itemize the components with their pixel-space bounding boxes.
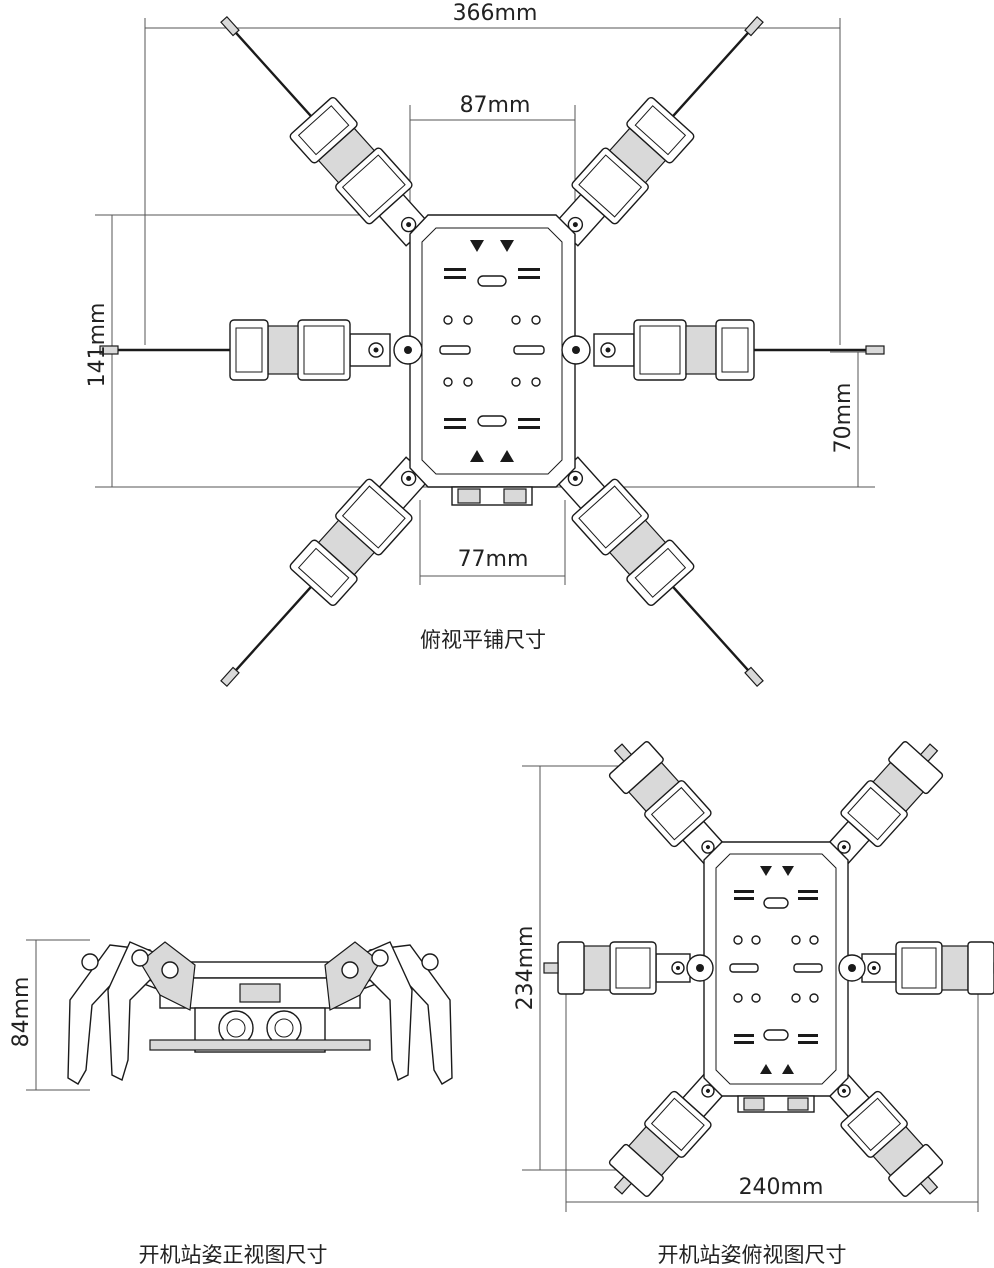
- top-view-side-label: 70mm: [831, 383, 856, 454]
- top-view-length-label: 141mm: [85, 303, 110, 388]
- front-view-caption: 开机站姿正视图尺寸: [139, 1243, 328, 1267]
- top-view-front-width-label: 87mm: [460, 93, 531, 118]
- top-view-caption: 俯视平铺尺寸: [420, 628, 546, 652]
- front-view-figure: [26, 939, 453, 1091]
- top-view-width-label: 366mm: [453, 1, 538, 26]
- stand-top-view-width-label: 240mm: [739, 1175, 824, 1200]
- top-view-rear-width-label: 77mm: [458, 547, 529, 572]
- stand-top-view-figure: [522, 729, 994, 1212]
- front-view-height-label: 84mm: [9, 977, 34, 1048]
- stand-top-view-caption: 开机站姿俯视图尺寸: [658, 1243, 847, 1267]
- top-view-figure: [95, 0, 886, 705]
- stand-top-view-length-label: 234mm: [513, 926, 538, 1011]
